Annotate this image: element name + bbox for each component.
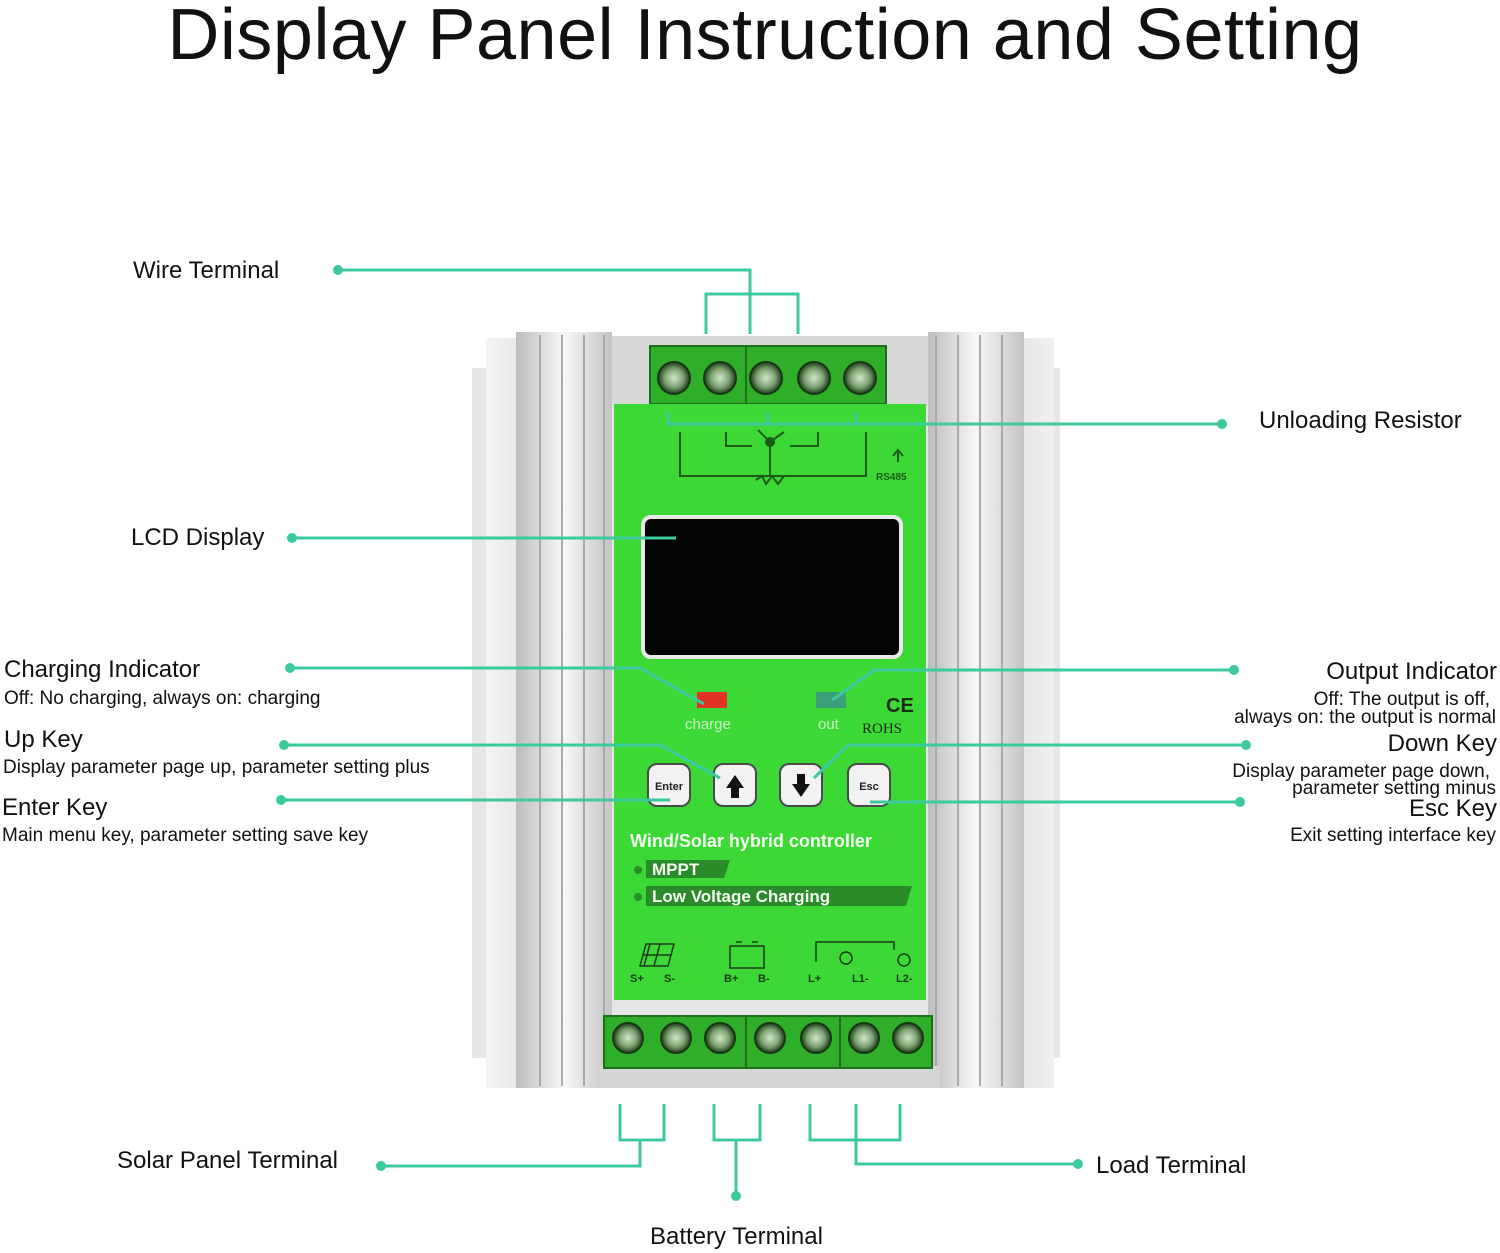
charge-led bbox=[697, 692, 727, 708]
down-key-label: Down Key bbox=[1387, 730, 1497, 757]
output-indicator-label: Output Indicator bbox=[1326, 658, 1497, 685]
arrow-down-icon bbox=[792, 774, 810, 797]
terminal-label-b-minus: B- bbox=[758, 973, 770, 985]
bottom-terminal-block bbox=[603, 1015, 933, 1069]
load-terminal-label: Load Terminal bbox=[1096, 1152, 1247, 1179]
enter-key-desc: Main menu key, parameter setting save ke… bbox=[2, 825, 369, 846]
terminal-label-s-plus: S+ bbox=[630, 973, 644, 985]
out-led-label: out bbox=[818, 716, 840, 733]
lcd-display-label: LCD Display bbox=[131, 524, 265, 551]
feature-mppt: MPPT bbox=[652, 860, 700, 879]
down-key-desc-2: parameter setting minus bbox=[1292, 778, 1496, 799]
terminal-label-b-plus: B+ bbox=[724, 973, 738, 985]
feature-low-voltage: Low Voltage Charging bbox=[652, 887, 830, 906]
load-icon bbox=[815, 941, 911, 967]
mppt-tag bbox=[646, 860, 730, 878]
bullet-icon bbox=[634, 893, 642, 901]
wire-terminal-label: Wire Terminal bbox=[133, 257, 280, 284]
solar-panel-icon bbox=[639, 943, 675, 967]
green-front-panel bbox=[614, 404, 926, 1000]
solar-panel-terminal-label: Solar Panel Terminal bbox=[117, 1147, 339, 1174]
battery-terminal-label: Battery Terminal bbox=[650, 1223, 823, 1250]
charge-led-label: charge bbox=[685, 716, 731, 733]
charging-indicator-label: Charging Indicator bbox=[4, 656, 201, 683]
battery-icon bbox=[729, 941, 765, 969]
page-title: Display Panel Instruction and Setting bbox=[167, 0, 1363, 75]
turbine-schematic-icon bbox=[679, 429, 904, 486]
rs485-label: RS485 bbox=[876, 472, 907, 483]
esc-button[interactable]: Esc bbox=[847, 763, 891, 807]
esc-button-label: Esc bbox=[859, 781, 879, 793]
up-key-desc: Display parameter page up, parameter set… bbox=[3, 757, 430, 778]
terminal-label-s-minus: S- bbox=[664, 973, 675, 985]
terminal-label-l1-minus: L1- bbox=[852, 973, 869, 985]
charging-indicator-desc: Off: No charging, always on: charging bbox=[4, 688, 321, 709]
output-indicator-desc-1: Off: The output is off, bbox=[1313, 689, 1490, 710]
controller-name: Wind/Solar hybrid controller bbox=[630, 831, 872, 851]
output-indicator-desc-2: always on: the output is normal bbox=[1234, 707, 1496, 728]
arrow-up-icon bbox=[726, 775, 744, 798]
low-voltage-tag bbox=[646, 886, 912, 906]
enter-key-label: Enter Key bbox=[2, 794, 108, 821]
callout-lines bbox=[281, 268, 1246, 1196]
terminal-label-l2-minus: L2- bbox=[896, 973, 913, 985]
up-button[interactable] bbox=[713, 763, 757, 807]
down-key-desc-1: Display parameter page down, bbox=[1232, 761, 1490, 782]
unloading-resistor-label: Unloading Resistor bbox=[1259, 407, 1462, 434]
callout-endpoints bbox=[276, 265, 1251, 1201]
enter-button-label: Enter bbox=[655, 781, 684, 793]
lcd-display-screen bbox=[641, 515, 903, 659]
terminal-label-l-plus: L+ bbox=[808, 973, 821, 985]
bullet-icon bbox=[634, 866, 642, 874]
esc-key-desc: Exit setting interface key bbox=[1290, 825, 1496, 846]
ce-mark: CE bbox=[886, 695, 914, 717]
top-terminal-block bbox=[649, 345, 887, 405]
enter-button[interactable]: Enter bbox=[647, 763, 691, 807]
rohs-mark: ROHS bbox=[862, 721, 902, 737]
down-button[interactable] bbox=[779, 763, 823, 807]
esc-key-label: Esc Key bbox=[1408, 795, 1497, 822]
up-key-label: Up Key bbox=[4, 726, 83, 753]
